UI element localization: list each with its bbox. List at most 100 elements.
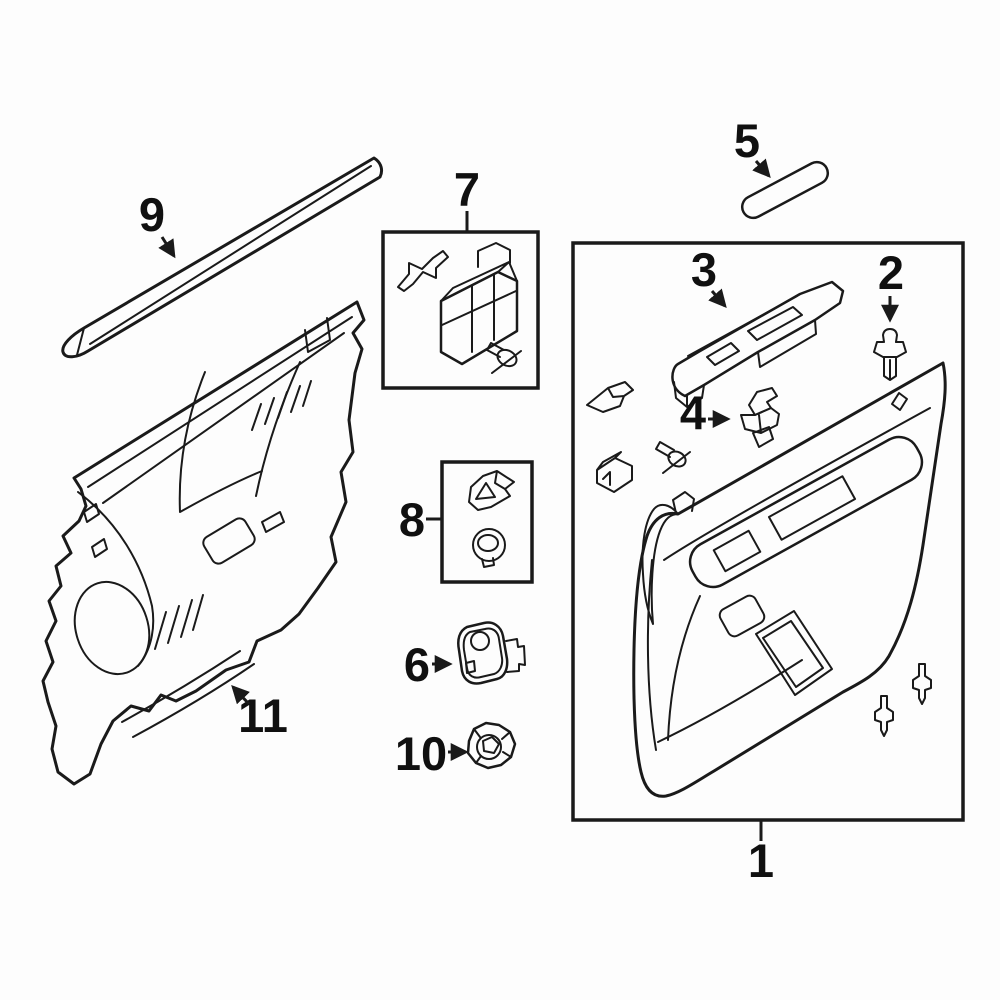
armrest-switch-bezel [688,435,924,589]
retainer-clip-base [752,426,774,448]
part-8-box-frame [440,460,534,584]
part-8-retainer-box [440,460,534,584]
weatherstrip-outline [61,156,384,359]
part-9-beltline-weatherstrip-drawing [61,156,384,359]
speaker-opening [73,580,151,676]
small-screw-cross-line [662,451,691,474]
part-7-bracket [397,250,449,292]
weatherstrip-end-cap-line [76,327,85,356]
bezel-cutout-large [767,475,857,541]
door-panel-sail-flap [641,503,679,625]
callout-5: 5 [734,114,771,179]
small-screw [655,441,691,474]
trim-cap-outline [740,160,830,220]
callout-6: 6 [404,638,453,691]
callout-5-label: 5 [734,114,760,167]
callout-4: 4 [680,386,731,439]
switch-body-outline [457,621,509,685]
small-bracket-clip [586,381,634,413]
callout-3: 3 [691,243,727,309]
callout-11-label: 11 [238,689,288,742]
callout-7-label: 7 [454,163,480,216]
part-11-door-inner-panel-drawing [41,300,366,786]
armrest-top-contour [663,407,931,561]
grommet-nut-facets [473,728,512,764]
switch-panel-seam [687,295,798,357]
inner-panel-outline [41,300,366,786]
inner-panel-sill-lines [87,316,353,504]
callout-9: 9 [139,188,176,259]
callout-2-label: 2 [878,246,904,299]
map-pocket-inner-line [762,620,824,688]
block-seams [441,274,517,353]
callout-1: 1 [748,821,774,887]
callout-10: 10 [395,727,469,780]
part-8-grommet [472,528,506,568]
callout-4-label: 4 [680,386,706,439]
callout-7: 7 [454,163,480,231]
part-8-bracket [468,470,515,511]
part-6-switch-drawing [457,621,526,685]
door-panel-outline [632,361,947,798]
switch-cutout-small [706,342,740,366]
switch-panel-thickness [673,381,705,408]
inner-panel-small-holes [83,503,285,558]
part-10-grommet-nut-drawing [466,721,517,770]
grommet-inner [477,534,499,552]
grommet-nut-pentagon [482,736,500,754]
small-screw-shaft [655,441,675,458]
panel-diamond-cutout [891,392,908,411]
callout-10-label: 10 [395,727,447,780]
part-7-screw [486,342,522,374]
part-5-trim-cap-drawing [740,160,830,220]
retainer-clip-body [740,407,780,434]
bezel-cutout-small [712,529,762,573]
panel-contour-lines [646,559,803,751]
block-upper-step [477,242,511,268]
switch-panel-step [757,319,817,368]
part-1-door-trim-panel-box: 3 2 4 [571,241,965,822]
switch-knob-circle [470,631,490,651]
grommet-nut-inner-circle [476,734,502,760]
handle-cutout [202,517,256,565]
callout-9-label: 9 [139,188,165,241]
part-3-window-switch-panel-drawing [671,280,845,408]
part-7-block [439,242,519,366]
door-panel-hook-tab [672,491,695,514]
door-trim-panel-drawing [632,361,947,798]
part-7-hardware-box [381,230,540,390]
push-pin-fastener-1 [874,695,894,737]
weatherstrip-center-line [89,165,372,345]
switch-small-button [465,660,476,674]
screw-head [496,348,518,368]
callout-6-label: 6 [404,638,430,691]
part-4-retainer-clip-drawing [740,387,780,448]
push-pin-fastener-2 [912,663,932,705]
grommet-nut-outer [466,721,517,770]
map-pocket-outline [755,610,833,696]
callout-11-arrow [231,685,251,706]
inner-panel-top-tab [304,317,331,353]
callout-5-arrow [752,158,771,179]
part-7-box-frame [381,230,540,390]
small-box-clip [596,451,633,493]
pin-clip-knob [882,328,898,343]
pin-clip-shank [883,356,897,381]
part-1-box-frame [571,241,965,822]
part-2-push-pin-clip-drawing [873,328,907,381]
callout-8: 8 [399,493,441,546]
callout-1-label: 1 [748,834,774,887]
callout-9-arrow [158,236,176,259]
pin-clip-collar [873,341,907,358]
switch-cutout-large [747,306,803,341]
grommet-tab [481,557,495,568]
callout-8-label: 8 [399,493,425,546]
callout-11: 11 [231,685,288,742]
callout-2: 2 [878,246,904,323]
inner-panel-contours [77,361,301,738]
grommet-outer [472,528,506,562]
callout-3-arrow [708,288,727,309]
callout-3-label: 3 [691,243,717,296]
screw-cross-line [491,350,522,374]
